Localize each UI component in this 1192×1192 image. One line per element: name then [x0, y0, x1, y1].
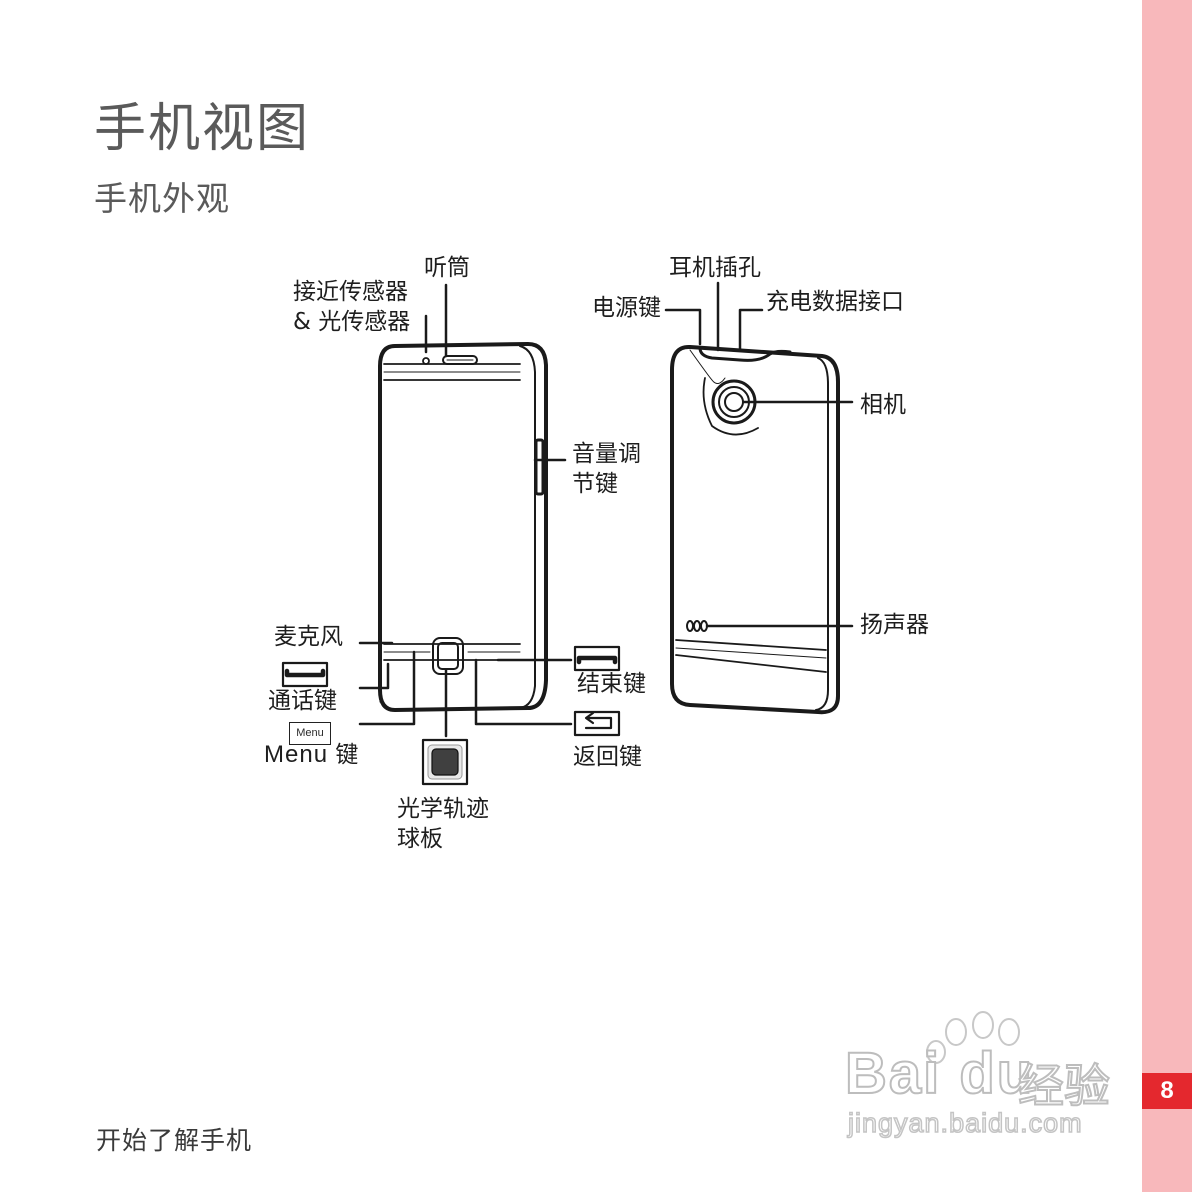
menu-key-icon: Menu	[289, 722, 331, 745]
watermark-brand: Bai du	[844, 1040, 1035, 1107]
label-call-key: 通话键	[268, 688, 337, 714]
watermark-url: jingyan.baidu.com	[847, 1107, 1083, 1139]
label-sensor: 接近传感器 & 光传感器	[293, 279, 411, 335]
label-microphone: 麦克风	[274, 624, 343, 650]
label-end-key: 结束键	[577, 671, 646, 697]
label-camera: 相机	[860, 392, 906, 418]
label-menu-en: Menu	[264, 741, 329, 768]
baidu-paw-icon	[926, 1011, 1020, 1064]
label-power-key: 电源键	[592, 295, 661, 321]
side-band	[1142, 0, 1192, 1192]
page-title: 手机视图	[94, 99, 311, 159]
section-title: 手机外观	[94, 179, 230, 218]
label-volume-key: 音量调 节键	[572, 441, 641, 497]
label-trackball: 光学轨迹 球板	[397, 796, 489, 852]
watermark-cn: 经验	[1017, 1058, 1111, 1114]
label-back-key: 返回键	[573, 744, 642, 770]
label-usb-port: 充电数据接口	[766, 289, 904, 315]
label-menu-key: Menu 键	[264, 740, 358, 770]
label-menu-cn: 键	[328, 742, 359, 768]
label-speaker: 扬声器	[860, 612, 929, 638]
footer-section: 开始了解手机	[96, 1126, 253, 1155]
label-headset-jack: 耳机插孔	[669, 255, 761, 281]
label-earpiece: 听筒	[424, 255, 470, 281]
front-phone	[378, 342, 567, 712]
page-number: 8	[1142, 1073, 1192, 1109]
back-phone	[670, 344, 840, 715]
